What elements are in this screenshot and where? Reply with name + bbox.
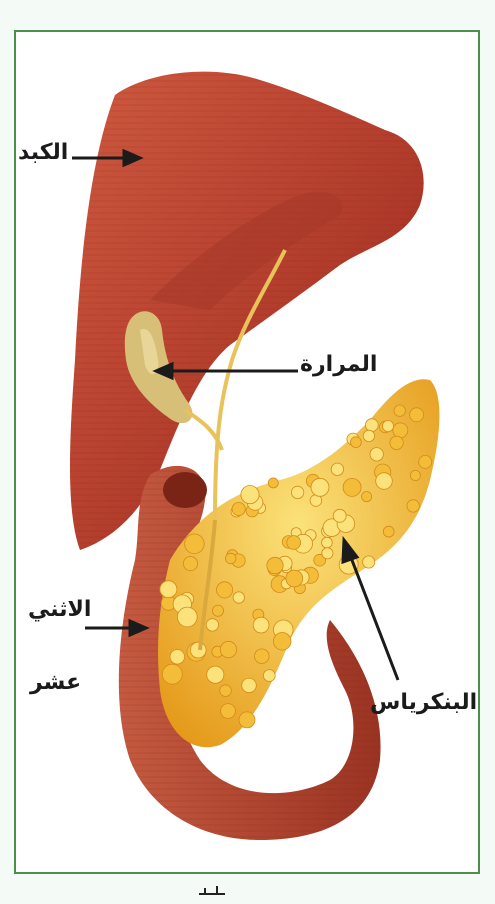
pancreas-lobule (220, 641, 236, 657)
pancreas-lobule (212, 605, 223, 616)
pancreas-lobule (263, 670, 275, 682)
label-gallbladder: المرارة (300, 352, 377, 377)
pancreas-lobule (322, 537, 333, 548)
caption-fragment (195, 880, 235, 900)
pancreas-lobule (287, 536, 301, 550)
pancreas-lobule (394, 405, 405, 416)
pancreas-lobule (410, 470, 420, 480)
pancreas-lobule (162, 664, 182, 684)
pancreas-lobule (239, 712, 255, 728)
pancreas-lobule (333, 509, 346, 522)
label-liver: الكبد (18, 140, 68, 165)
pancreas-lobule (190, 642, 206, 658)
pancreas-lobule (382, 420, 393, 431)
pancreas-lobule (232, 502, 245, 515)
pancreas-lobule (365, 419, 378, 432)
pancreas-lobule (311, 478, 329, 496)
pancreas-lobule (221, 704, 236, 719)
pancreas-lobule (419, 455, 432, 468)
pancreas-lobule (390, 436, 403, 449)
pancreas-lobule (170, 650, 185, 665)
pancreas-lobule (242, 678, 257, 693)
pancreas-lobule (410, 408, 424, 422)
pancreas-lobule (273, 633, 291, 651)
pancreas-lobule (253, 617, 269, 633)
pancreas-lobule (254, 649, 269, 664)
pancreas-lobule (376, 473, 393, 490)
pancreas-lobule (206, 619, 218, 631)
pancreas-lobule (177, 607, 197, 627)
pancreas-lobule (220, 685, 232, 697)
pancreas-lobule (291, 486, 303, 498)
pancreas-lobule (183, 557, 197, 571)
pancreas-lobule (286, 570, 303, 587)
pancreas-lobule (393, 423, 408, 438)
pancreas-lobule (343, 478, 361, 496)
label-duodenum-line1: الاثني (28, 597, 91, 622)
label-duodenum-line2: عشر (30, 670, 81, 695)
pancreas-lobule (363, 556, 375, 568)
pancreas-lobule (363, 430, 374, 441)
pancreas-lobule (225, 553, 236, 564)
pancreas-lobule (322, 548, 333, 559)
pancreas-lobule (160, 581, 177, 598)
pancreas-lobule (233, 592, 244, 603)
pancreas-lobule (217, 582, 233, 598)
pancreas-lobule (331, 463, 343, 475)
pancreas-lobule (370, 448, 383, 461)
pancreas-lobule (407, 500, 419, 512)
pancreas-lobule (362, 492, 372, 502)
label-pancreas: البنكرياس (370, 690, 477, 715)
pancreas-lobule (241, 486, 259, 504)
pancreas-lobule (267, 557, 283, 573)
pancreas-lobule (268, 478, 278, 488)
pancreas-lobule (185, 534, 205, 554)
pancreas-lobule (351, 437, 362, 448)
pancreas-lobule (383, 526, 394, 537)
pancreas-lobule (207, 666, 224, 683)
